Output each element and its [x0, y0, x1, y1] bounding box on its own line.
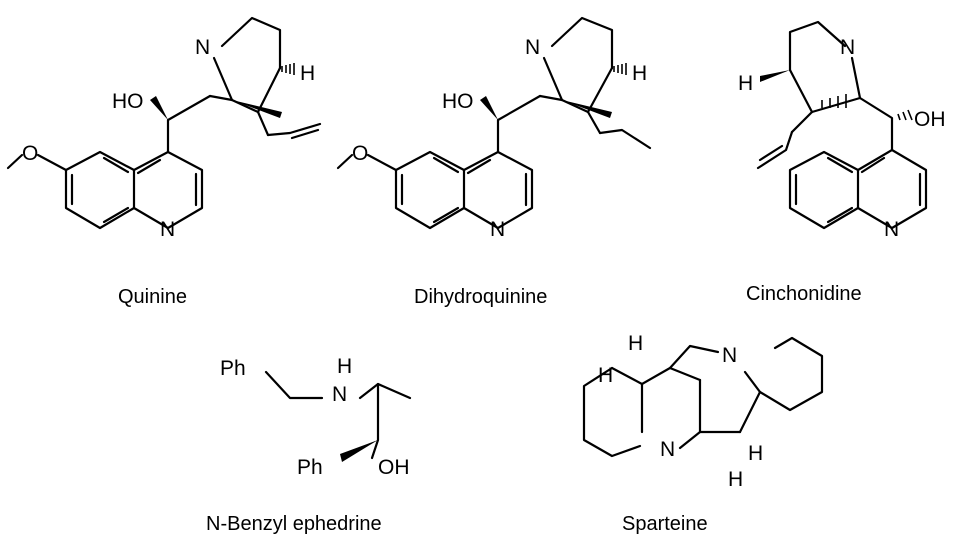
quinine-quinuclidine-cage: [208, 16, 282, 137]
dihydroquinine-oh-wedge-bond: [480, 96, 498, 120]
dihydroquinine-caption: Dihydroquinine: [414, 286, 547, 308]
quinine-oh-wedge-bond: [150, 96, 168, 120]
dihydroquinine-cage-wedge-bond: [562, 100, 612, 118]
n-benzyl-ephedrine-caption: N-Benzyl ephedrine: [206, 513, 382, 535]
cinchonidine-atom-oh: OH: [914, 108, 946, 131]
quinine-cage-wedge-bond: [232, 100, 282, 118]
cinchonidine-oh-hashed-bond: [897, 109, 913, 121]
ephedrine-atom-n: N: [332, 383, 347, 406]
cinchonidine-caption: Cinchonidine: [746, 283, 862, 305]
sparteine-caption: Sparteine: [622, 513, 708, 535]
sparteine-atom-n1: N: [722, 344, 737, 367]
dihydroquinine-atom-ho: HO: [442, 90, 474, 113]
cinchonidine-structure: N OH H N Cinchonidine: [738, 20, 946, 305]
cinchonidine-atom-n: N: [840, 36, 855, 59]
cinchonidine-vinyl-group: [756, 130, 794, 170]
ephedrine-wedge-bond: [340, 440, 378, 462]
dihydroquinine-atom-h: H: [632, 62, 647, 85]
quinine-structure: N HO H O N Quinine: [6, 16, 322, 308]
cinchonidine-quinuclidine-cage: [788, 20, 862, 134]
quinine-hashed-h-bond: [281, 63, 295, 75]
dihydroquinine-ethyl-group: [598, 128, 652, 150]
sparteine-atom-h2: H: [598, 364, 613, 387]
ephedrine-atom-oh: OH: [378, 456, 410, 479]
dihydroquinine-structure: N HO H O N Dihydroquinine: [336, 16, 652, 308]
sparteine-ring-system: [582, 336, 824, 458]
quinine-atom-o: O: [22, 142, 38, 165]
quinine-atom-ho: HO: [112, 90, 144, 113]
dihydroquinine-quinuclidine-cage: [538, 16, 614, 135]
cinchonidine-atom-h: H: [738, 72, 753, 95]
sparteine-atom-h1: H: [628, 332, 643, 355]
dihydroquinine-atom-nq: N: [490, 218, 505, 241]
quinine-atom-n: N: [195, 36, 210, 59]
sparteine-atom-n2: N: [660, 438, 675, 461]
dihydroquinine-atom-o: O: [352, 142, 368, 165]
cinchonidine-atom-nq: N: [884, 218, 899, 241]
sparteine-atom-h4: H: [728, 468, 743, 491]
cinchonidine-quinoline-ring: [788, 148, 928, 230]
quinine-caption: Quinine: [118, 286, 187, 308]
quinine-vinyl-group: [266, 122, 322, 140]
sparteine-structure: N N H H H H Sparteine: [582, 332, 824, 535]
dihydroquinine-hashed-h-bond: [613, 63, 627, 75]
quinine-atom-nq: N: [160, 218, 175, 241]
quinine-atom-h: H: [300, 62, 315, 85]
dihydroquinine-atom-n: N: [525, 36, 540, 59]
sparteine-atom-h3: H: [748, 442, 763, 465]
n-benzyl-ephedrine-structure: H N Ph Ph OH N-Benzyl ephedrine: [206, 355, 412, 535]
ephedrine-atom-h: H: [337, 355, 352, 378]
dihydroquinine-quinoline-ring: [336, 150, 534, 230]
cinchonidine-hashed-bond: [821, 94, 847, 108]
ephedrine-ph-1: Ph: [220, 357, 246, 380]
ephedrine-ph-2: Ph: [297, 456, 323, 479]
cinchonidine-h-wedge-bond: [760, 70, 790, 82]
quinine-quinoline-ring: [6, 150, 204, 230]
